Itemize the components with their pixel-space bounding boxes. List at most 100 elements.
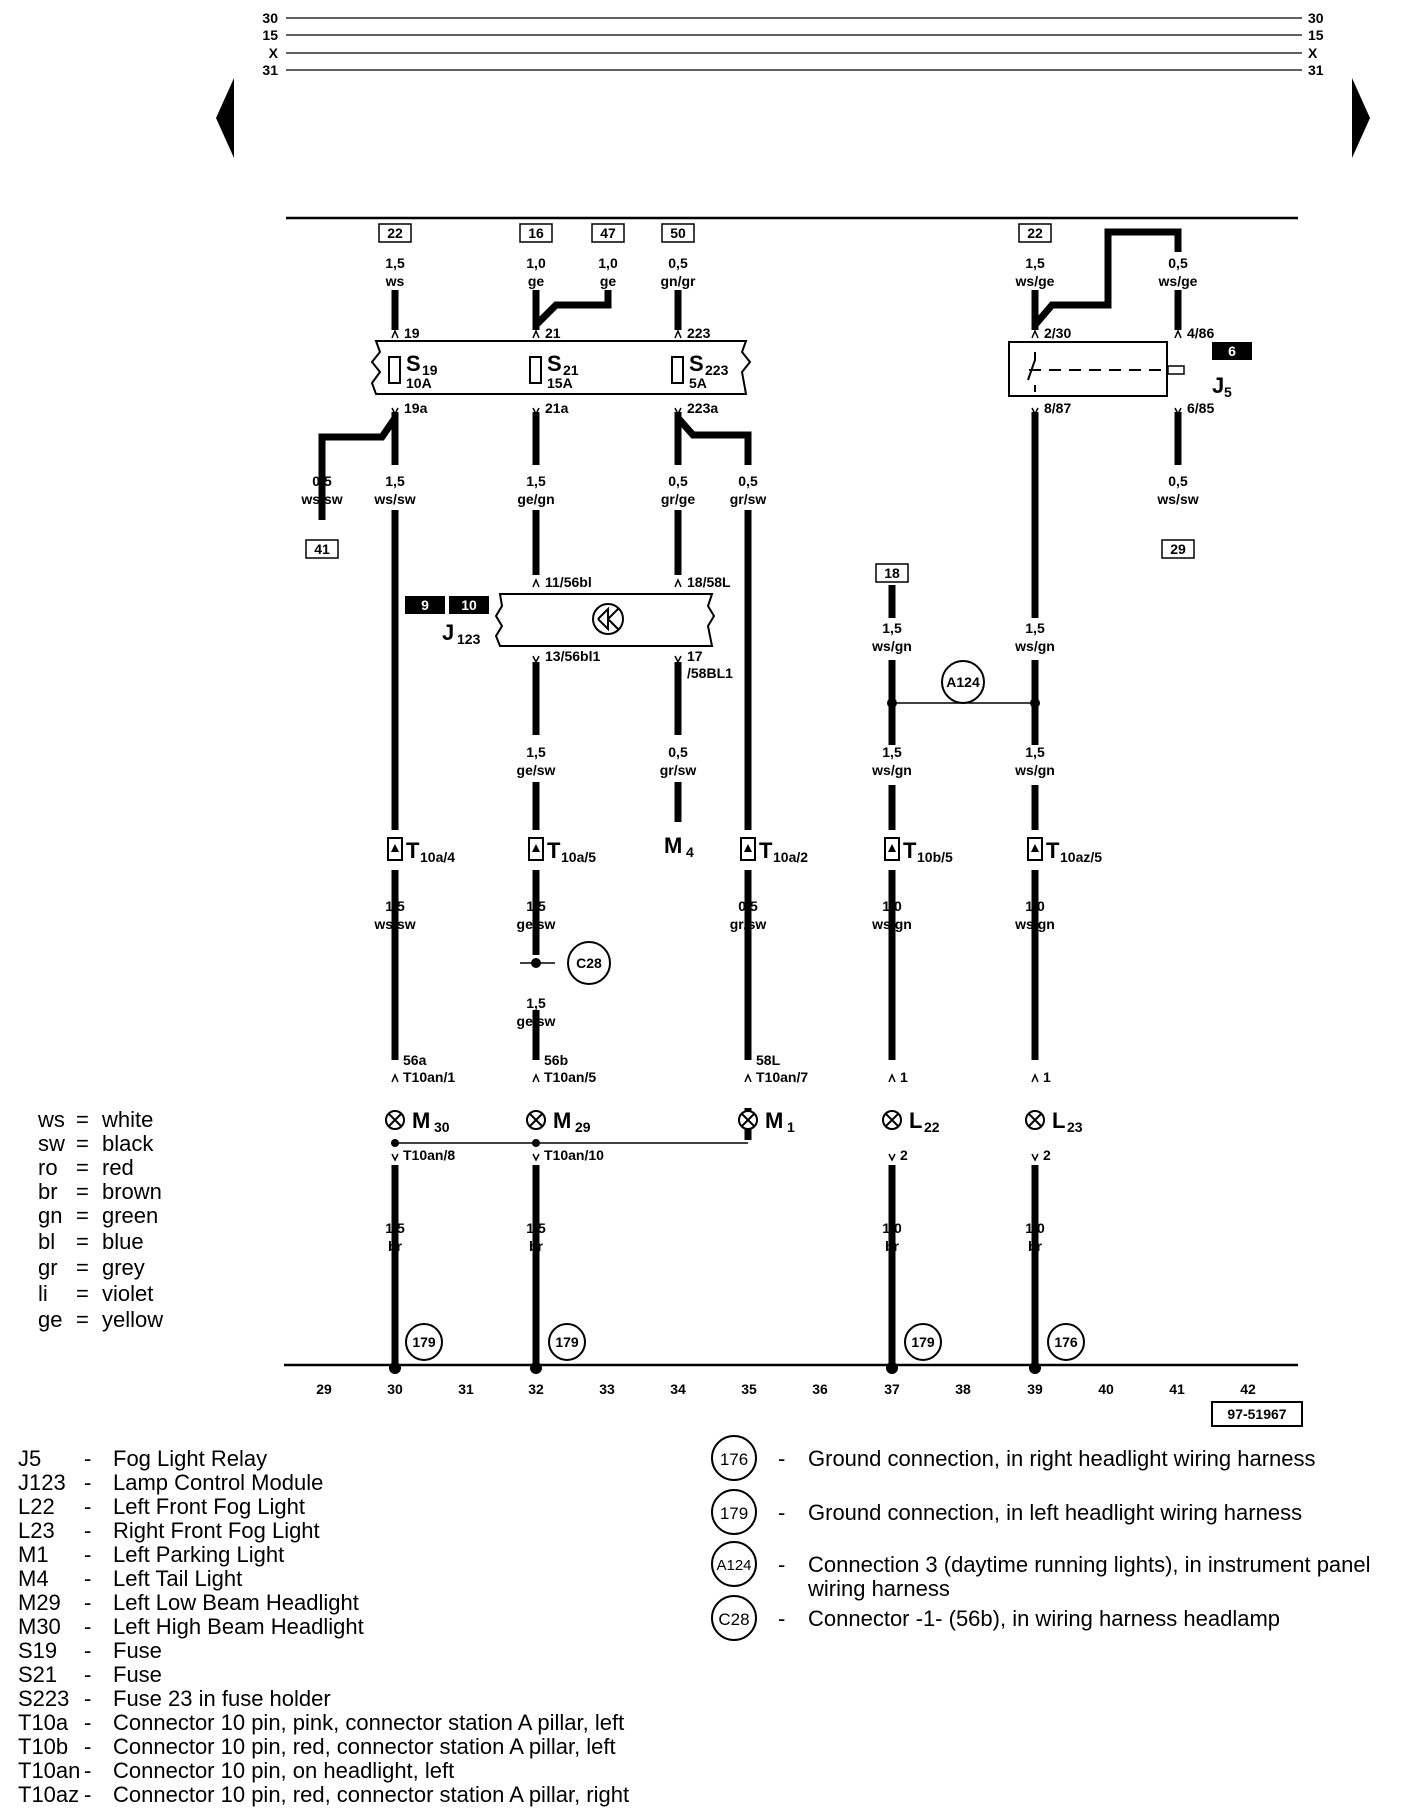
svg-text:1,5: 1,5 [1025, 620, 1045, 636]
svg-text:gr/ge: gr/ge [661, 491, 695, 507]
svg-text:223a: 223a [687, 400, 718, 416]
module-j123: 9 10 J 123 [405, 593, 716, 647]
svg-text:A124: A124 [946, 674, 980, 690]
connectors: T 10a/4 T 10a/5 T 10a/2 T 10b/5 T 10az/5 [387, 837, 1102, 865]
svg-text:M1: M1 [18, 1542, 49, 1567]
svg-text:15: 15 [1308, 27, 1324, 43]
svg-text:31: 31 [458, 1381, 474, 1397]
svg-text:C28: C28 [718, 1610, 749, 1629]
svg-text:M: M [765, 1108, 783, 1133]
svg-text:ws: ws [37, 1107, 65, 1132]
svg-text:29: 29 [316, 1381, 332, 1397]
connection-legend: 176 - Ground connection, in right headli… [711, 1435, 1371, 1641]
svg-text:bl: bl [38, 1229, 55, 1254]
svg-text:T: T [406, 838, 420, 863]
svg-text:-: - [84, 1518, 91, 1543]
relay-j5: 6 J 5 [1008, 341, 1252, 400]
svg-text:S19: S19 [18, 1638, 57, 1663]
svg-text:-: - [84, 1758, 91, 1783]
svg-text:ws/gn: ws/gn [1014, 762, 1055, 778]
svg-text:T10an/7: T10an/7 [756, 1069, 808, 1085]
connector-t10a-5: T 10a/5 [528, 837, 596, 865]
svg-text:30: 30 [262, 10, 278, 26]
svg-text:10A: 10A [406, 375, 432, 391]
svg-text:yellow: yellow [102, 1307, 163, 1332]
svg-text:ws/sw: ws/sw [373, 916, 415, 932]
lamp-m30: M 30 [385, 1108, 450, 1135]
page-left-arrow[interactable] [216, 78, 234, 158]
svg-text:T: T [903, 838, 917, 863]
connector-t10az-5: T 10az/5 [1027, 837, 1102, 865]
column-numbers: 29 30 31 32 33 34 35 36 37 38 39 40 41 4… [316, 1381, 1256, 1397]
page-right-arrow[interactable] [1352, 78, 1370, 158]
svg-text:30: 30 [434, 1119, 450, 1135]
color-legend: ws=white sw=black ro=red br=brown gn=gre… [37, 1107, 163, 1332]
svg-text:41: 41 [314, 541, 330, 557]
svg-text:179: 179 [720, 1504, 748, 1523]
svg-text:5: 5 [1224, 384, 1232, 400]
svg-text:-: - [84, 1470, 91, 1495]
svg-text:1: 1 [787, 1119, 795, 1135]
svg-text:1,5: 1,5 [385, 473, 405, 489]
svg-text:Connector -1- (56b), in wiring: Connector -1- (56b), in wiring harness h… [808, 1606, 1280, 1631]
svg-text:M: M [553, 1108, 571, 1133]
svg-text:179: 179 [555, 1334, 579, 1350]
svg-text:=: = [76, 1203, 89, 1228]
lamp-m1: M 1 [738, 1108, 795, 1135]
svg-text:1,5: 1,5 [882, 744, 902, 760]
svg-text:1,5: 1,5 [526, 473, 546, 489]
svg-text:gr: gr [38, 1255, 58, 1280]
svg-text:2/30: 2/30 [1044, 325, 1071, 341]
svg-text:-: - [84, 1614, 91, 1639]
svg-text:ge: ge [528, 273, 545, 289]
svg-text:gr/sw: gr/sw [730, 491, 767, 507]
wire-labels: 1,5ws 1,0ge 1,0ge 0,5gn/gr 1,5ws/ge 0,5w… [300, 255, 1198, 1254]
svg-text:1,0: 1,0 [882, 898, 902, 914]
svg-text:=: = [76, 1281, 89, 1306]
svg-text:15A: 15A [547, 375, 573, 391]
component-legend: J5-Fog Light Relay J123-Lamp Control Mod… [18, 1446, 629, 1807]
svg-text:C28: C28 [576, 955, 602, 971]
svg-text:T: T [759, 838, 773, 863]
svg-text:-: - [778, 1446, 785, 1471]
svg-text:Connector 10 pin, red, connect: Connector 10 pin, red, connector station… [113, 1734, 616, 1759]
svg-text:42: 42 [1240, 1381, 1256, 1397]
svg-text:J5: J5 [18, 1446, 41, 1471]
svg-text:22: 22 [387, 225, 403, 241]
svg-text:1,5: 1,5 [385, 1220, 405, 1236]
svg-text:Left Tail Light: Left Tail Light [113, 1566, 242, 1591]
svg-text:8/87: 8/87 [1044, 400, 1071, 416]
connector-t10a-4: T 10a/4 [387, 837, 455, 865]
svg-text:T10an: T10an [18, 1758, 80, 1783]
svg-text:18/58L: 18/58L [687, 574, 731, 590]
svg-text:=: = [76, 1307, 89, 1332]
svg-text:1: 1 [1043, 1069, 1051, 1085]
svg-text:M: M [412, 1108, 430, 1133]
svg-text:Lamp Control Module: Lamp Control Module [113, 1470, 323, 1495]
svg-text:X: X [269, 45, 279, 61]
svg-text:ge: ge [600, 273, 617, 289]
svg-text:T10b: T10b [18, 1734, 68, 1759]
svg-text:1,5: 1,5 [385, 898, 405, 914]
svg-text:6/85: 6/85 [1187, 400, 1214, 416]
svg-text:21: 21 [563, 362, 579, 378]
svg-text:-: - [84, 1494, 91, 1519]
svg-text:-: - [84, 1686, 91, 1711]
svg-text:Fog Light Relay: Fog Light Relay [113, 1446, 267, 1471]
svg-text:red: red [102, 1155, 134, 1180]
svg-text:-: - [84, 1638, 91, 1663]
svg-text:176: 176 [1054, 1334, 1078, 1350]
svg-text:L22: L22 [18, 1494, 55, 1519]
svg-text:grey: grey [102, 1255, 145, 1280]
svg-text:39: 39 [1027, 1381, 1043, 1397]
reference-number: 97-51967 [1227, 1406, 1286, 1422]
svg-text:=: = [76, 1255, 89, 1280]
svg-text:1,5: 1,5 [385, 255, 405, 271]
svg-text:green: green [102, 1203, 158, 1228]
svg-text:T: T [547, 838, 561, 863]
svg-text:ws/gn: ws/gn [1014, 916, 1055, 932]
svg-text:10a/2: 10a/2 [773, 849, 808, 865]
svg-text:Fuse: Fuse [113, 1638, 162, 1663]
svg-text:M4: M4 [18, 1566, 49, 1591]
svg-text:M30: M30 [18, 1614, 61, 1639]
